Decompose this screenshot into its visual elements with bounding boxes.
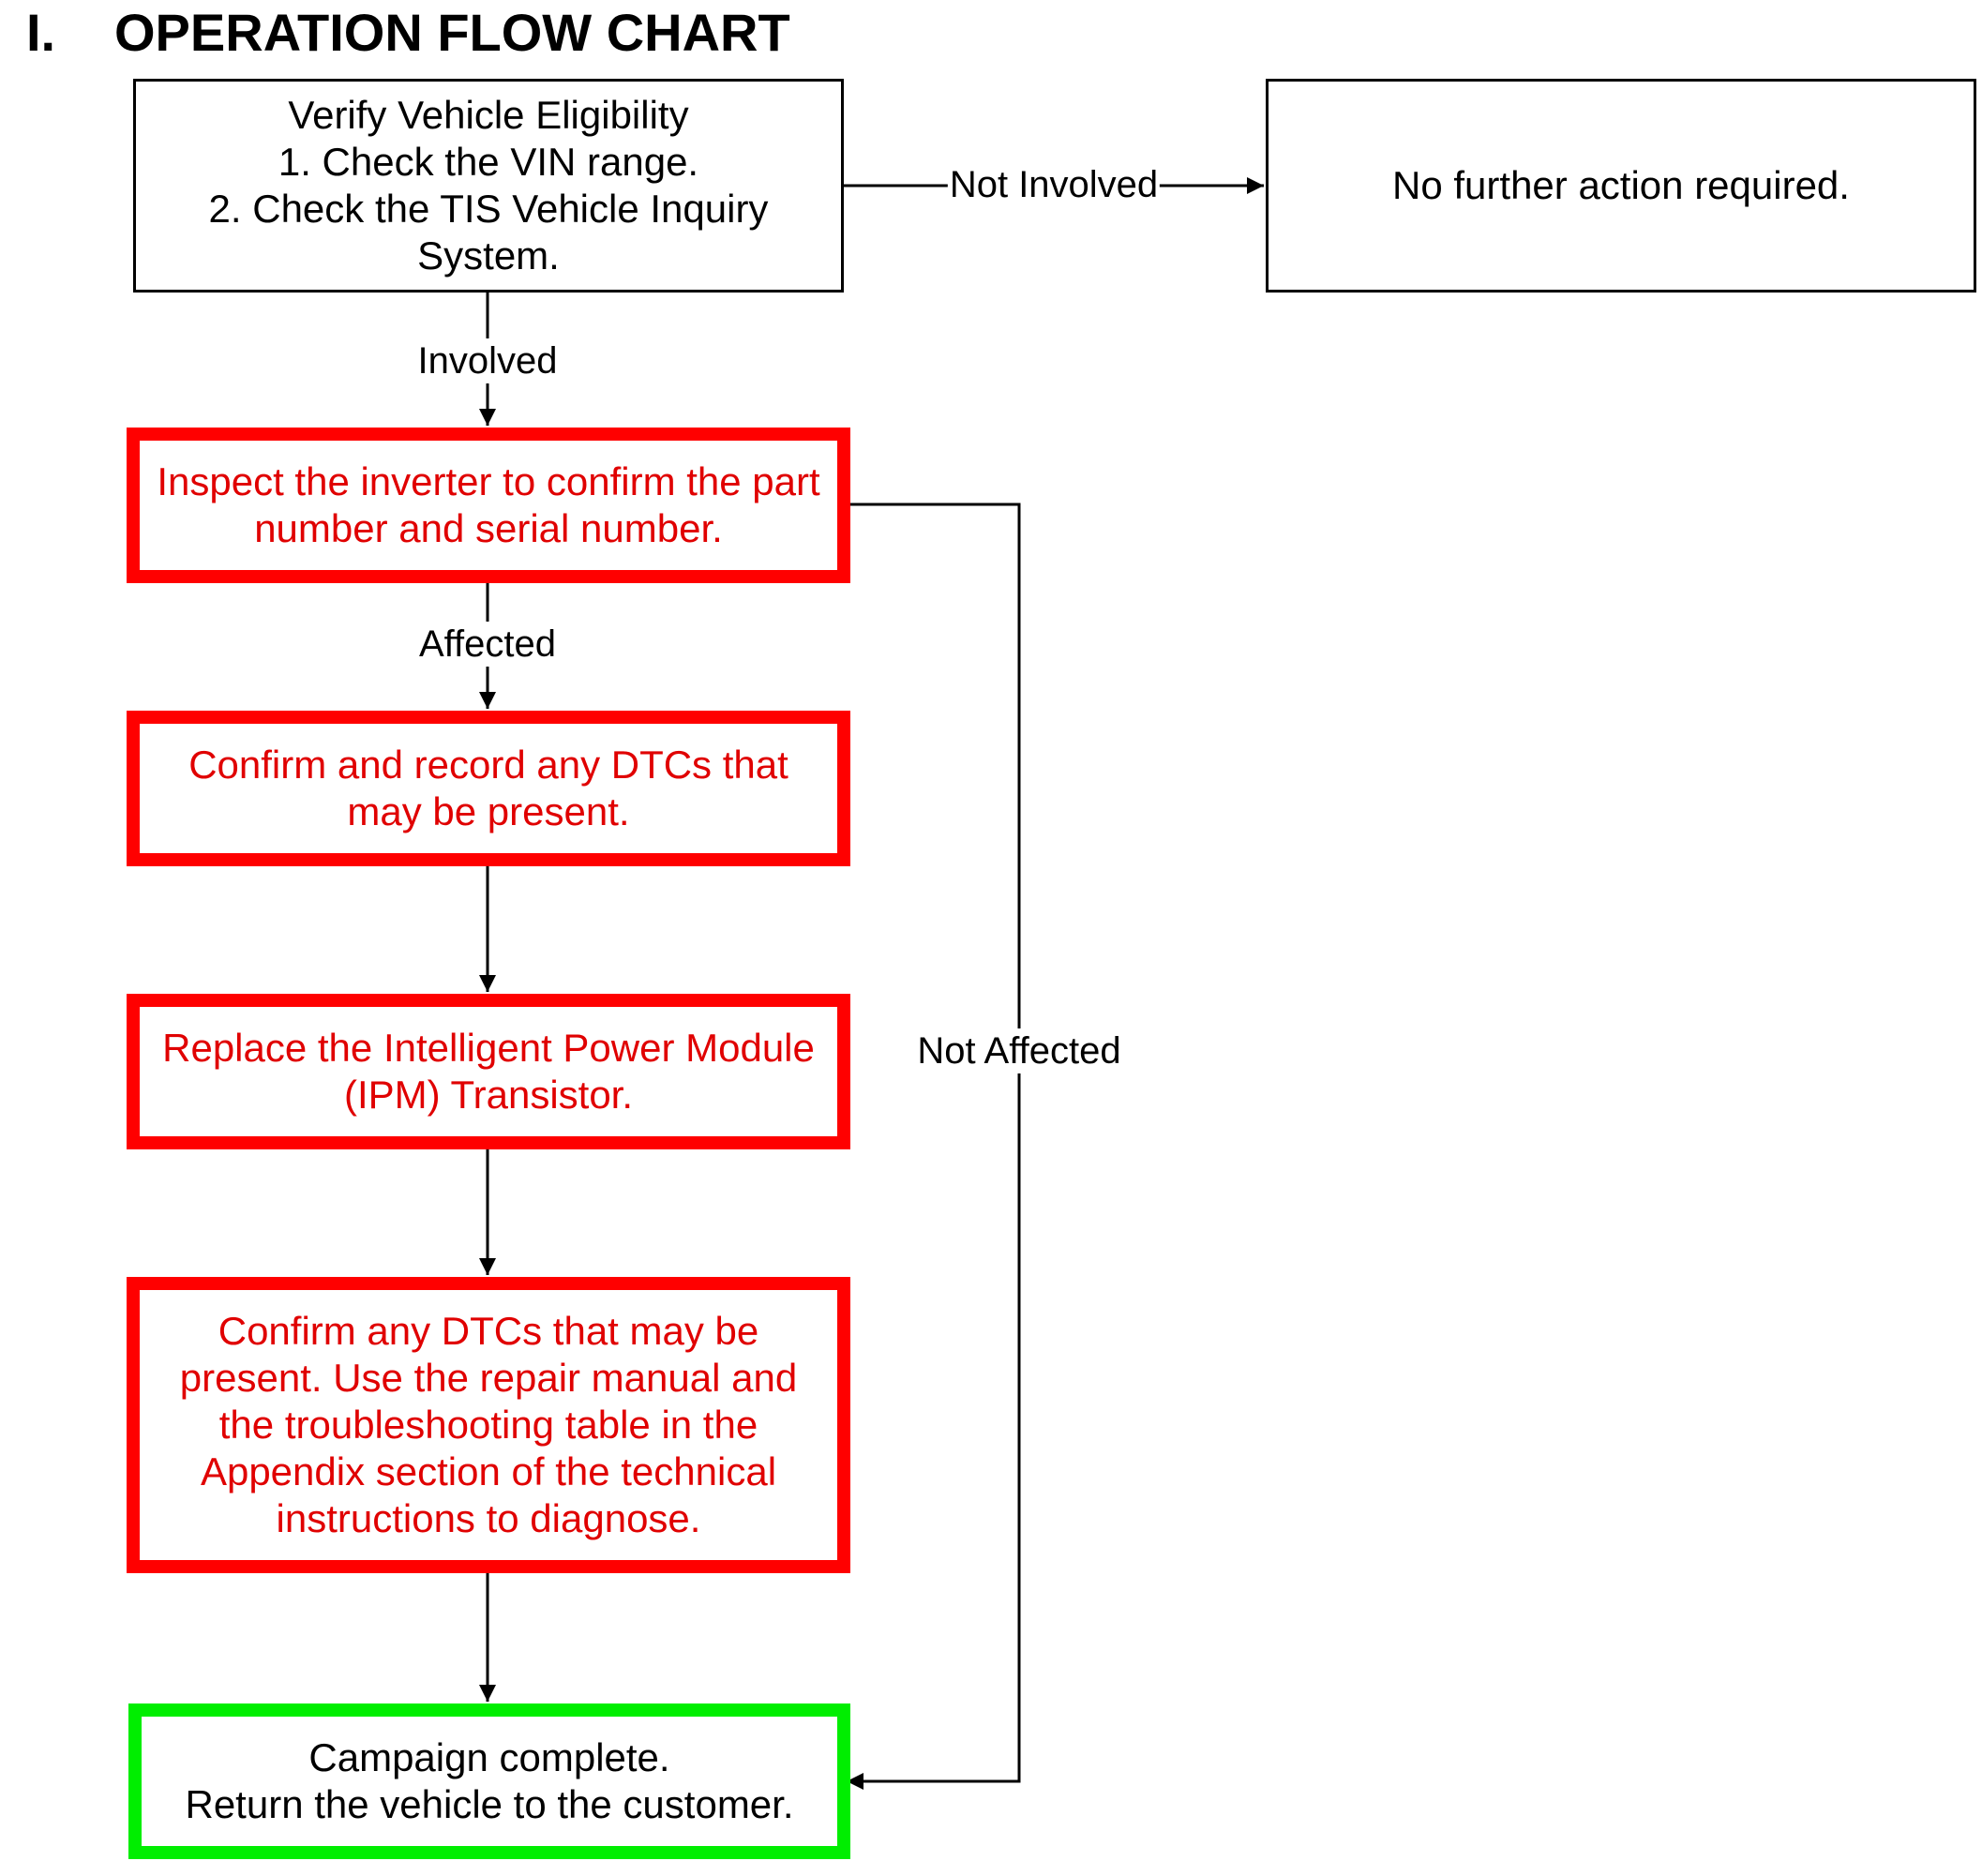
label-not-affected: Not Affected: [915, 1028, 1123, 1073]
replace-ipm-box: Replace the Intelligent Power Module (IP…: [127, 994, 850, 1149]
label-involved: Involved: [415, 338, 560, 383]
record-dtcs-box: Confirm and record any DTCs that may be …: [127, 711, 850, 866]
label-not-involved: Not Involved: [947, 162, 1161, 207]
verify-eligibility-box: Verify Vehicle Eligibility 1. Check the …: [133, 79, 844, 293]
section-title: OPERATION FLOW CHART: [114, 3, 790, 62]
label-affected: Affected: [416, 622, 559, 667]
section-number: I.: [26, 3, 56, 62]
campaign-complete-box: Campaign complete. Return the vehicle to…: [128, 1703, 850, 1859]
no-further-action-box: No further action required.: [1266, 79, 1976, 293]
confirm-dtcs-box: Confirm any DTCs that may be present. Us…: [127, 1277, 850, 1573]
inspect-inverter-box: Inspect the inverter to confirm the part…: [127, 428, 850, 583]
edge-not-affected: [847, 503, 1021, 1790]
page-title: I. OPERATION FLOW CHART: [26, 2, 790, 63]
